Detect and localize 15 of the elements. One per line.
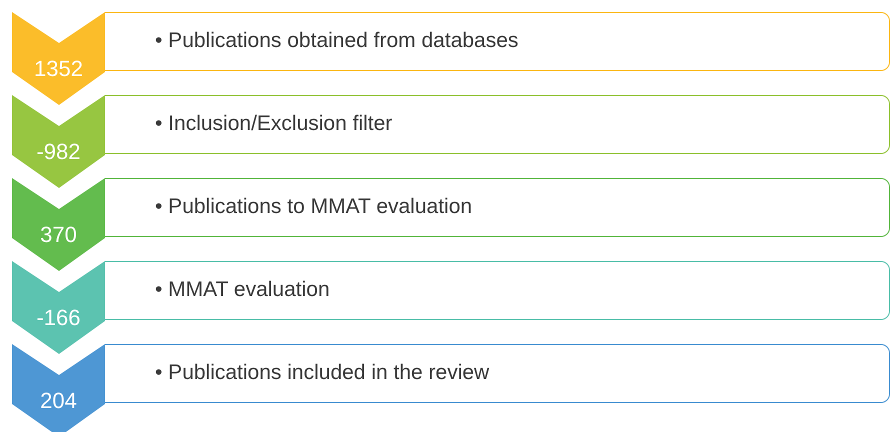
step-box bbox=[105, 178, 890, 237]
step-box bbox=[105, 12, 890, 71]
step-box bbox=[105, 95, 890, 154]
step-label: • Publications to MMAT evaluation bbox=[155, 194, 472, 220]
step-count: 1352 bbox=[33, 56, 84, 82]
step-label: • Publications included in the review bbox=[155, 360, 490, 386]
step-count: 204 bbox=[39, 388, 78, 414]
step-label: • Publications obtained from databases bbox=[155, 28, 518, 54]
step-count: -982 bbox=[35, 139, 82, 165]
step-count: -166 bbox=[35, 305, 82, 331]
step-label: • MMAT evaluation bbox=[155, 277, 330, 303]
step-box bbox=[105, 344, 890, 403]
step-count: 370 bbox=[39, 222, 78, 248]
step-label: • Inclusion/Exclusion filter bbox=[155, 111, 392, 137]
step-box bbox=[105, 261, 890, 320]
